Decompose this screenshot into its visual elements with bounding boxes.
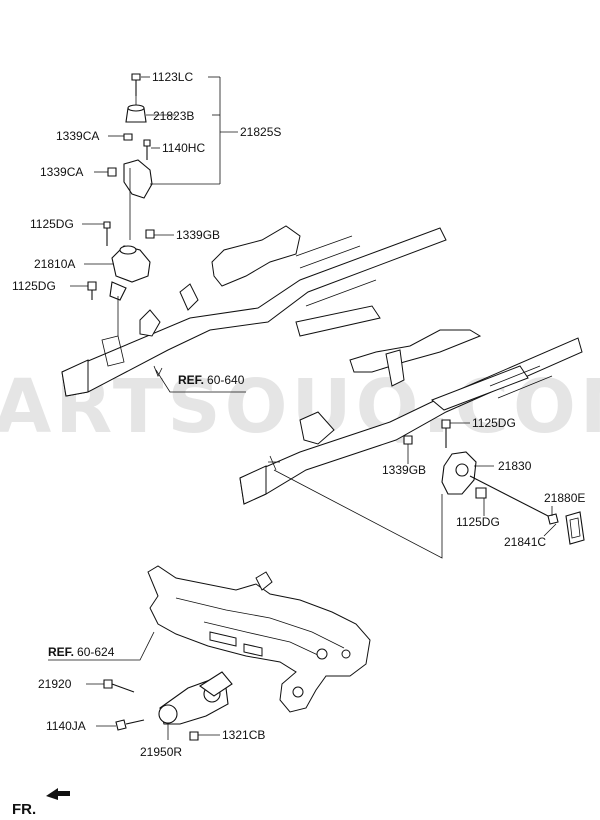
front-side-member-right [239, 329, 583, 505]
mount-bracket-21830 [403, 419, 585, 545]
fr-label: FR. [12, 801, 36, 818]
ref-60-624: REF.60-624 [48, 645, 115, 659]
label-1125dg-bottom: 1125DG [456, 515, 500, 529]
label-1140ja: 1140JA [46, 719, 86, 733]
label-1339ca-top: 1339CA [56, 129, 99, 143]
label-1125dg-lower: 1125DG [12, 279, 56, 293]
front-subframe [147, 565, 371, 713]
part-labels: 1123LC 21823B 21825S 1339CA 1140HC 1339C… [12, 70, 585, 759]
mount-bracket-21825s [107, 73, 153, 240]
label-1339gb-upper: 1339GB [176, 228, 220, 242]
label-1339gb-right: 1339GB [382, 463, 426, 477]
label-21841c: 21841C [504, 535, 546, 549]
front-direction-indicator: FR. [12, 788, 70, 818]
ref-prefix: REF. [178, 373, 204, 387]
ref-number: 60-640 [207, 373, 245, 387]
label-21950r: 21950R [140, 745, 182, 759]
front-arrow-icon [46, 788, 70, 800]
label-21825s: 21825S [240, 125, 281, 139]
ref-number: 60-624 [77, 645, 115, 659]
leader-lines [48, 76, 557, 740]
label-1321cb: 1321CB [222, 728, 265, 742]
ref-prefix: REF. [48, 645, 74, 659]
label-1339ca-mid: 1339CA [40, 165, 83, 179]
label-21810a: 21810A [34, 257, 75, 271]
label-21823b: 21823B [153, 109, 194, 123]
roll-rod-21950r [103, 671, 233, 741]
label-21920: 21920 [38, 677, 72, 691]
label-1123lc: 1123LC [152, 70, 193, 84]
ref-60-640: REF.60-640 [178, 373, 245, 387]
label-1125dg-right: 1125DG [472, 416, 516, 430]
label-21880e: 21880E [544, 491, 585, 505]
label-1125dg-upper: 1125DG [30, 217, 74, 231]
label-21830: 21830 [498, 459, 532, 473]
front-side-member-left [61, 225, 447, 397]
label-1140hc: 1140HC [162, 141, 205, 155]
mount-insulator-21810a [87, 221, 155, 336]
